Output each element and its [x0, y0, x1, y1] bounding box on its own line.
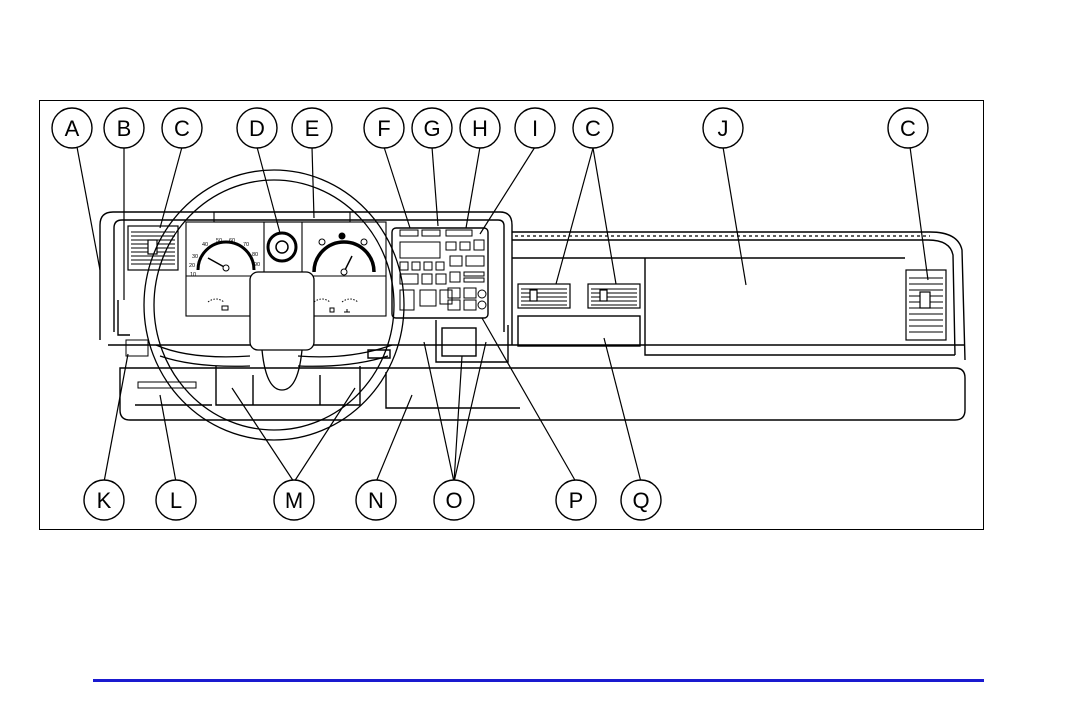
round-indicator-gauge	[268, 233, 296, 261]
callout-label-i: I	[532, 116, 538, 141]
tachometer-gauge	[314, 233, 374, 275]
left-air-vent	[128, 226, 178, 270]
callout-label-b: B	[117, 116, 132, 141]
callout-label-g: G	[423, 116, 440, 141]
speedometer-tick-label: 50	[216, 238, 222, 244]
callout-label-a: A	[65, 116, 80, 141]
speedometer-tick-label: 80	[252, 252, 258, 258]
speedometer-tick-label: 40	[202, 242, 208, 248]
right-air-vent	[906, 270, 946, 340]
callout-label-j: J	[718, 116, 729, 141]
callout-label-d: D	[249, 116, 265, 141]
callout-label-q: Q	[632, 488, 649, 513]
footer-rule	[93, 679, 984, 682]
speedometer-tick-label: 10	[190, 272, 196, 278]
callout-label-c: C	[900, 116, 916, 141]
speedometer-tick-label: 70	[243, 242, 249, 248]
callout-label-f: F	[377, 116, 390, 141]
speedometer-tick-label: 20	[189, 263, 195, 269]
callout-label-k: K	[97, 488, 112, 513]
speedometer-tick-label: 30	[192, 254, 198, 260]
callout-label-c: C	[585, 116, 601, 141]
callout-label-l: L	[170, 488, 182, 513]
callout-label-h: H	[472, 116, 488, 141]
center-stack-controls	[400, 230, 486, 310]
callout-label-o: O	[445, 488, 462, 513]
callout-label-c: C	[174, 116, 190, 141]
speedometer-tick-label: 60	[229, 238, 235, 244]
callout-label-p: P	[569, 488, 584, 513]
callout-label-e: E	[305, 116, 320, 141]
center-air-vents	[518, 284, 640, 308]
leader-lines	[77, 147, 928, 482]
speedometer-tick-label: 90	[254, 262, 260, 268]
callout-label-n: N	[368, 488, 384, 513]
callout-label-m: M	[285, 488, 303, 513]
